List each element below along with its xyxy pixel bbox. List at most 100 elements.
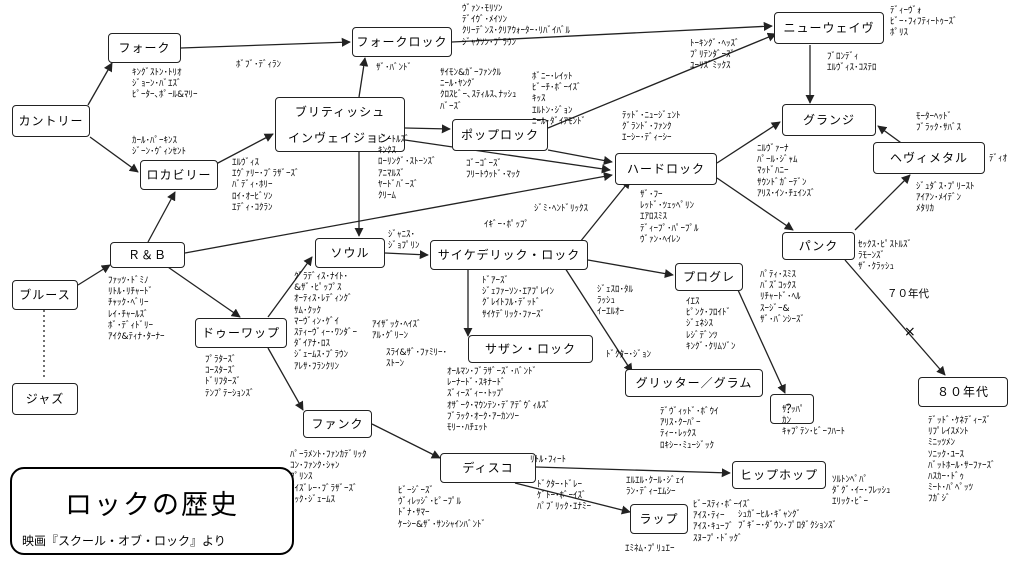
ann-folk: ｷﾝｸﾞｽﾄﾝ･ﾄﾘｵ ｼﾞｮｰﾝ･ﾊﾞｴｽﾞ ﾋﾟｰﾀｰ､ﾎﾟｰﾙ&ﾏﾘｰ [132, 68, 198, 101]
edge-doowop-soul [267, 256, 313, 318]
ann-rap: ﾋﾞｰｽﾃｨ･ﾎﾞｰｲｽﾞ ｱｲｽ･ﾃｨｰ ｱｲｽ･ｷｭｰﾌﾞ ｽﾇｰﾌﾟ･ﾄﾞ… [693, 500, 752, 544]
ann-funk: ﾊﾟｰﾗﾒﾝﾄ･ﾌｧﾝｶﾃﾞﾘｯｸ ｺﾝ･ﾌｧﾝｸ･ｼｬﾝ ﾌﾟﾘﾝｽ ｱｲｽﾞ… [290, 450, 367, 505]
ann-southern: ｵｰﾙﾏﾝ･ﾌﾞﾗｻﾞｰｽﾞ･ﾊﾞﾝﾄﾞ ﾚｰﾅｰﾄﾞ･ｽｷﾅｰﾄﾞ ｽﾞｨｰｽ… [447, 367, 551, 434]
ann-punk: ﾊﾟﾃｨ･ｽﾐｽ ﾊﾞｽﾞｺｯｸｽ ﾘﾁｬｰﾄﾞ･ﾍﾙ ｽｰｼﾞｰ& ｻﾞ･ﾊﾞ… [760, 270, 806, 325]
ann-80s: ﾃﾞｯﾄﾞ･ｹﾈﾃﾞｨｰｽﾞ ﾘﾌﾟﾚｲｽﾒﾝﾄ ﾐﾆｯﾂﾒﾝ ｿﾆｯｸ･ﾕｰｽ… [928, 416, 996, 505]
edge-disco-rap [514, 482, 631, 515]
node-hiphop: ヒップホップ [732, 461, 826, 489]
ann-prog: ｲｴｽ ﾋﾟﾝｸ･ﾌﾛｲﾄﾞ ｼﾞｪﾈｼｽ ﾚｼﾞﾃﾞﾝﾂ ｷﾝｸﾞ･ｸﾘﾑｿﾞ… [686, 297, 736, 352]
ann-psych: ﾄﾞｱｰｽﾞ ｼﾞｪﾌｧｰｿﾝ･ｴｱﾌﾟﾚｲﾝ ｸﾞﾚｲﾄﾌﾙ･ﾃﾞｯﾄﾞ ｻｲ… [482, 276, 555, 320]
node-punk: パンク [782, 232, 855, 260]
title-box: ロックの歴史 映画『スクール・オブ・ロック』より [10, 467, 294, 555]
ann-hendrix: ｼﾞﾐ･ﾍﾝﾄﾞﾘｯｸｽ [534, 204, 589, 214]
ann-isaac: ｱｲｻﾞｯｸ･ﾍｲｽﾞ ｱﾙ･ｸﾞﾘｰﾝ [372, 320, 422, 342]
ann-beatles: ﾋﾞｰﾄﾙｽﾞ ｷﾝｸｽ ﾛｰﾘﾝｸﾞ･ｽﾄｰﾝｽﾞ ｱﾆﾏﾙｽﾞ ﾔｰﾄﾞﾊﾞ… [378, 135, 437, 202]
node-doo-wop: ドゥーワップ [195, 318, 287, 348]
diagram-subtitle: 映画『スクール・オブ・ロック』より [22, 534, 226, 548]
edge-funk-disco [371, 423, 441, 459]
node-rnb: Ｒ＆Ｂ [110, 242, 185, 268]
ann-metal: ｼﾞｭﾀﾞｽ･ﾌﾟﾘｰｽﾄ ｱｲｱﾝ･ﾒｲﾃﾞﾝ ﾒﾀﾘｶ [916, 182, 975, 215]
node-country: カントリー [12, 105, 90, 137]
ann-iggy: ｲｷﾞｰ･ﾎﾟｯﾌﾟ [484, 220, 530, 230]
edge-psych-glitter [564, 267, 633, 373]
edge-punk-80s [844, 259, 946, 376]
ann-doo-wop: ﾌﾟﾗﾀｰｽﾞ ｺｰｽﾀｰｽﾞ ﾄﾞﾘﾌﾀｰｽﾞ ﾃﾝﾌﾟﾃｰｼｮﾝｽﾞ [205, 355, 255, 399]
ann-run: ｿﾙﾄﾝﾍﾟﾊﾟ ﾀﾞｸﾞ･ｲｰ･ﾌﾚｯｼｭ ｴﾘｯｸ･ﾋﾞｰ [832, 475, 891, 508]
node-psychedelic-rock: サイケデリック・ロック [430, 240, 588, 270]
edge-poprock-newwave [547, 32, 777, 129]
ann-sly: ｽﾗｲ&ｻﾞ･ﾌｧﾐﾘｰ･ ｽﾄｰﾝ [386, 348, 448, 370]
node-new-wave: ニューウェイヴ [774, 12, 884, 44]
edge-rockabilly-british [215, 133, 274, 165]
edge-metal-grunge [877, 125, 905, 146]
ann-soul: ｸﾞﾗﾃﾞｨｽ･ﾅｲﾄ･ &ｻﾞ･ﾋﾟｯﾌﾟｽ ｵｰﾃｨｽ･ﾚﾃﾞｨﾝｸﾞ ｻﾑ… [294, 272, 358, 372]
edge-punk-metal [854, 174, 911, 231]
ann-gogos: ｺﾞｰｺﾞｰｽﾞ ﾌﾘｰﾄｳｯﾄﾞ･ﾏｯｸ [466, 159, 521, 181]
ann-glitter: ﾃﾞｳﾞｨｯﾄﾞ･ﾎﾞｳｲ ｱﾘｽ･ｸｰﾊﾟｰ ﾃｨｰ･ﾚｯｸｽ ﾛｷｼｰ･ﾐｭ… [660, 407, 719, 451]
edge-rnb-hardrock [184, 171, 613, 254]
edge-british-poprock [404, 124, 451, 134]
edge-hardrock-punk [716, 177, 794, 231]
node-british-invasion: ブリティッシュ インヴェイジョン [275, 97, 405, 152]
node-disco: ディスコ [440, 453, 536, 483]
node-question: ？ [770, 394, 814, 424]
ann-hiphop-in: ｴﾙｴﾙ･ｸｰﾙ･ｼﾞｪｲ ﾗﾝ･ﾃﾞｨｰｴﾑｼｰ [626, 476, 685, 498]
ann-disco: ﾋﾞｰｼﾞｰｽﾞ ｳﾞｨﾚｯｼﾞ･ﾋﾟｰﾌﾟﾙ ﾄﾞﾅ･ｻﾏｰ ｹｰｼｰ&ｻﾞ･… [398, 486, 487, 530]
node-heavy-metal: ヘヴィメタル [873, 142, 985, 174]
edge-country-rockabilly [89, 136, 139, 173]
node-hard-rock: ハードロック [615, 153, 717, 185]
ann-question: ｻﾞｯﾊﾟ ｶﾝ ｷｬﾌﾟﾃﾝ･ﾋﾞｰﾌﾊｰﾄ [782, 405, 846, 438]
node-soul: ソウル [315, 238, 385, 268]
ann-rockabilly: ｴﾙｳﾞｨｽ ｴｳﾞｧﾘｰ･ﾌﾞﾗｻﾞｰｽﾞ ﾊﾞﾃﾞｨ･ﾎﾘｰ ﾛｲ･ｵｰﾋﾞ… [232, 158, 300, 213]
node-glitter: グリッター／グラム [625, 369, 763, 397]
ann-dylan: ﾎﾞﾌﾞ･ﾃﾞｨﾗﾝ [236, 60, 282, 70]
edge-british-hardrock [404, 139, 611, 174]
node-rockabilly: ロカビリー [140, 160, 218, 190]
edge-british-folkrock [358, 57, 369, 98]
node-folk-rock: フォークロック [352, 27, 452, 57]
ann-simon: ｻｲﾓﾝ&ｶﾞｰﾌｧﾝｸﾙ ﾆｰﾙ･ﾔﾝｸﾞ ｸﾛｽﾋﾞｰ､ｽﾃｨﾙｽ､ﾅｯｼｭ… [440, 68, 517, 112]
ann-doctor-john: ﾄﾞｸﾀｰ･ｼﾞｮﾝ [606, 350, 652, 360]
ann-pop-rock: ﾎﾞﾆｰ･ﾚｲｯﾄ ﾋﾞｰﾁ･ﾎﾞｰｲｽﾞ ｷｯｽ ｴﾙﾄﾝ･ｼﾞｮﾝ ﾆｰﾙ･… [532, 72, 587, 127]
node-pop-rock: ポップロック [452, 119, 548, 151]
node-grunge: グランジ [782, 104, 876, 136]
ann-little-feat: ﾘﾄﾙ･ﾌｨｰﾄ [530, 455, 567, 465]
node-funk: ファンク [303, 410, 372, 438]
edge-rnb-rockabilly [147, 191, 176, 243]
ann-hard-rock-in: ﾃｯﾄﾞ･ﾆｭｰｼﾞｪﾝﾄ ｸﾞﾗﾝﾄﾞ･ﾌｧﾝｸ ｴｰｼｰ･ﾃﾞｨｰｼｰ [622, 111, 681, 144]
edge-doowop-funk [267, 347, 304, 411]
edge-hardrock-grunge [716, 121, 781, 164]
node-folk: フォーク [108, 33, 181, 63]
edge-disco-hiphop [535, 466, 731, 478]
ann-blondie: ﾌﾞﾛﾝﾃﾞｨ ｴﾙｳﾞｨｽ･ｺｽﾃﾛ [827, 52, 877, 74]
ann-doctor-dre: ﾄﾞｸﾀｰ･ﾄﾞﾚｰ ｹﾞﾄｰ･ﾎﾞｰｲｽﾞ ﾊﾟﾌﾞﾘｯｸ･ｴﾅﾐｰ [537, 480, 592, 513]
edge-soul-psych [384, 250, 429, 260]
ann-new-wave-in: ﾄｰｷﾝｸﾞ･ﾍｯｽﾞ ﾌﾟﾘﾃﾝﾀﾞｰｽﾞ ﾕｰﾘｽﾞﾐｯｸｽ [690, 39, 740, 72]
edge-poprock-hardrock [547, 149, 613, 165]
diagram-title: ロックの歴史 [65, 490, 239, 521]
ann-cross: × [904, 324, 916, 340]
ann-band: ｻﾞ･ﾊﾞﾝﾄﾞ [376, 63, 413, 73]
ann-hiphop: ｼｭｶﾞｰﾋﾙ･ｷﾞｬﾝｸﾞ ﾌﾞｷﾞｰ･ﾀﾞｳﾝ･ﾌﾟﾛﾀﾞｸｼｮﾝｽﾞ [738, 510, 838, 532]
node-rap: ラップ [630, 504, 688, 534]
edge-folkrock-newwave [451, 21, 773, 43]
node-prog: プログレ [675, 263, 743, 291]
node-southern-rock: サザン・ロック [468, 335, 593, 363]
ann-rnb: ﾌｧｯﾂ･ﾄﾞﾐﾉ ﾘﾄﾙ･ﾘﾁｬｰﾄﾞ ﾁｬｯｸ･ﾍﾞﾘｰ ﾚｲ･ﾁｬｰﾙｽﾞ… [108, 276, 165, 343]
ann-country: ｶｰﾙ･ﾊﾟｰｷﾝｽ ｼﾞｰﾝ･ｳﾞｨﾝｾﾝﾄ [132, 136, 187, 158]
ann-70s: ７０年代 [887, 288, 929, 300]
ann-hard-rock: ｻﾞ･ﾌｰ ﾚｯﾄﾞ･ﾂｪｯﾍﾟﾘﾝ ｴｱﾛｽﾐｽ ﾃﾞｨｰﾌﾟ･ﾊﾟｰﾌﾟﾙ … [640, 190, 699, 245]
ann-sex-pistols: ｾｯｸｽ･ﾋﾟｽﾄﾙｽﾞ ﾗﾓｰﾝｽﾞ ｻﾞ･ｸﾗｯｼｭ [858, 240, 913, 273]
ann-eminem: ｴﾐﾈﾑ･ﾌﾟﾘｭｴｰ [625, 544, 675, 554]
ann-grunge: ﾆﾙｳﾞｧｰﾅ ﾊﾟｰﾙ･ｼﾞｬﾑ ﾏｯﾄﾞﾊﾆｰ ｻｳﾝﾄﾞｶﾞｰﾃﾞﾝ ｱﾘ… [757, 144, 816, 199]
edge-prog-question [737, 289, 786, 394]
ann-dio: ﾃﾞｨｵ [989, 154, 1008, 164]
node-blues: ブルース [12, 280, 78, 310]
ann-motorhead: ﾓｰﾀｰﾍｯﾄﾞ ﾌﾞﾗｯｸ･ｻﾊﾞｽ [916, 112, 962, 134]
edge-psych-hardrock [579, 179, 631, 243]
node-eighties: ８０年代 [918, 377, 1008, 407]
edge-folk-folkrock [180, 37, 351, 49]
edge-psych-prog [587, 259, 674, 279]
